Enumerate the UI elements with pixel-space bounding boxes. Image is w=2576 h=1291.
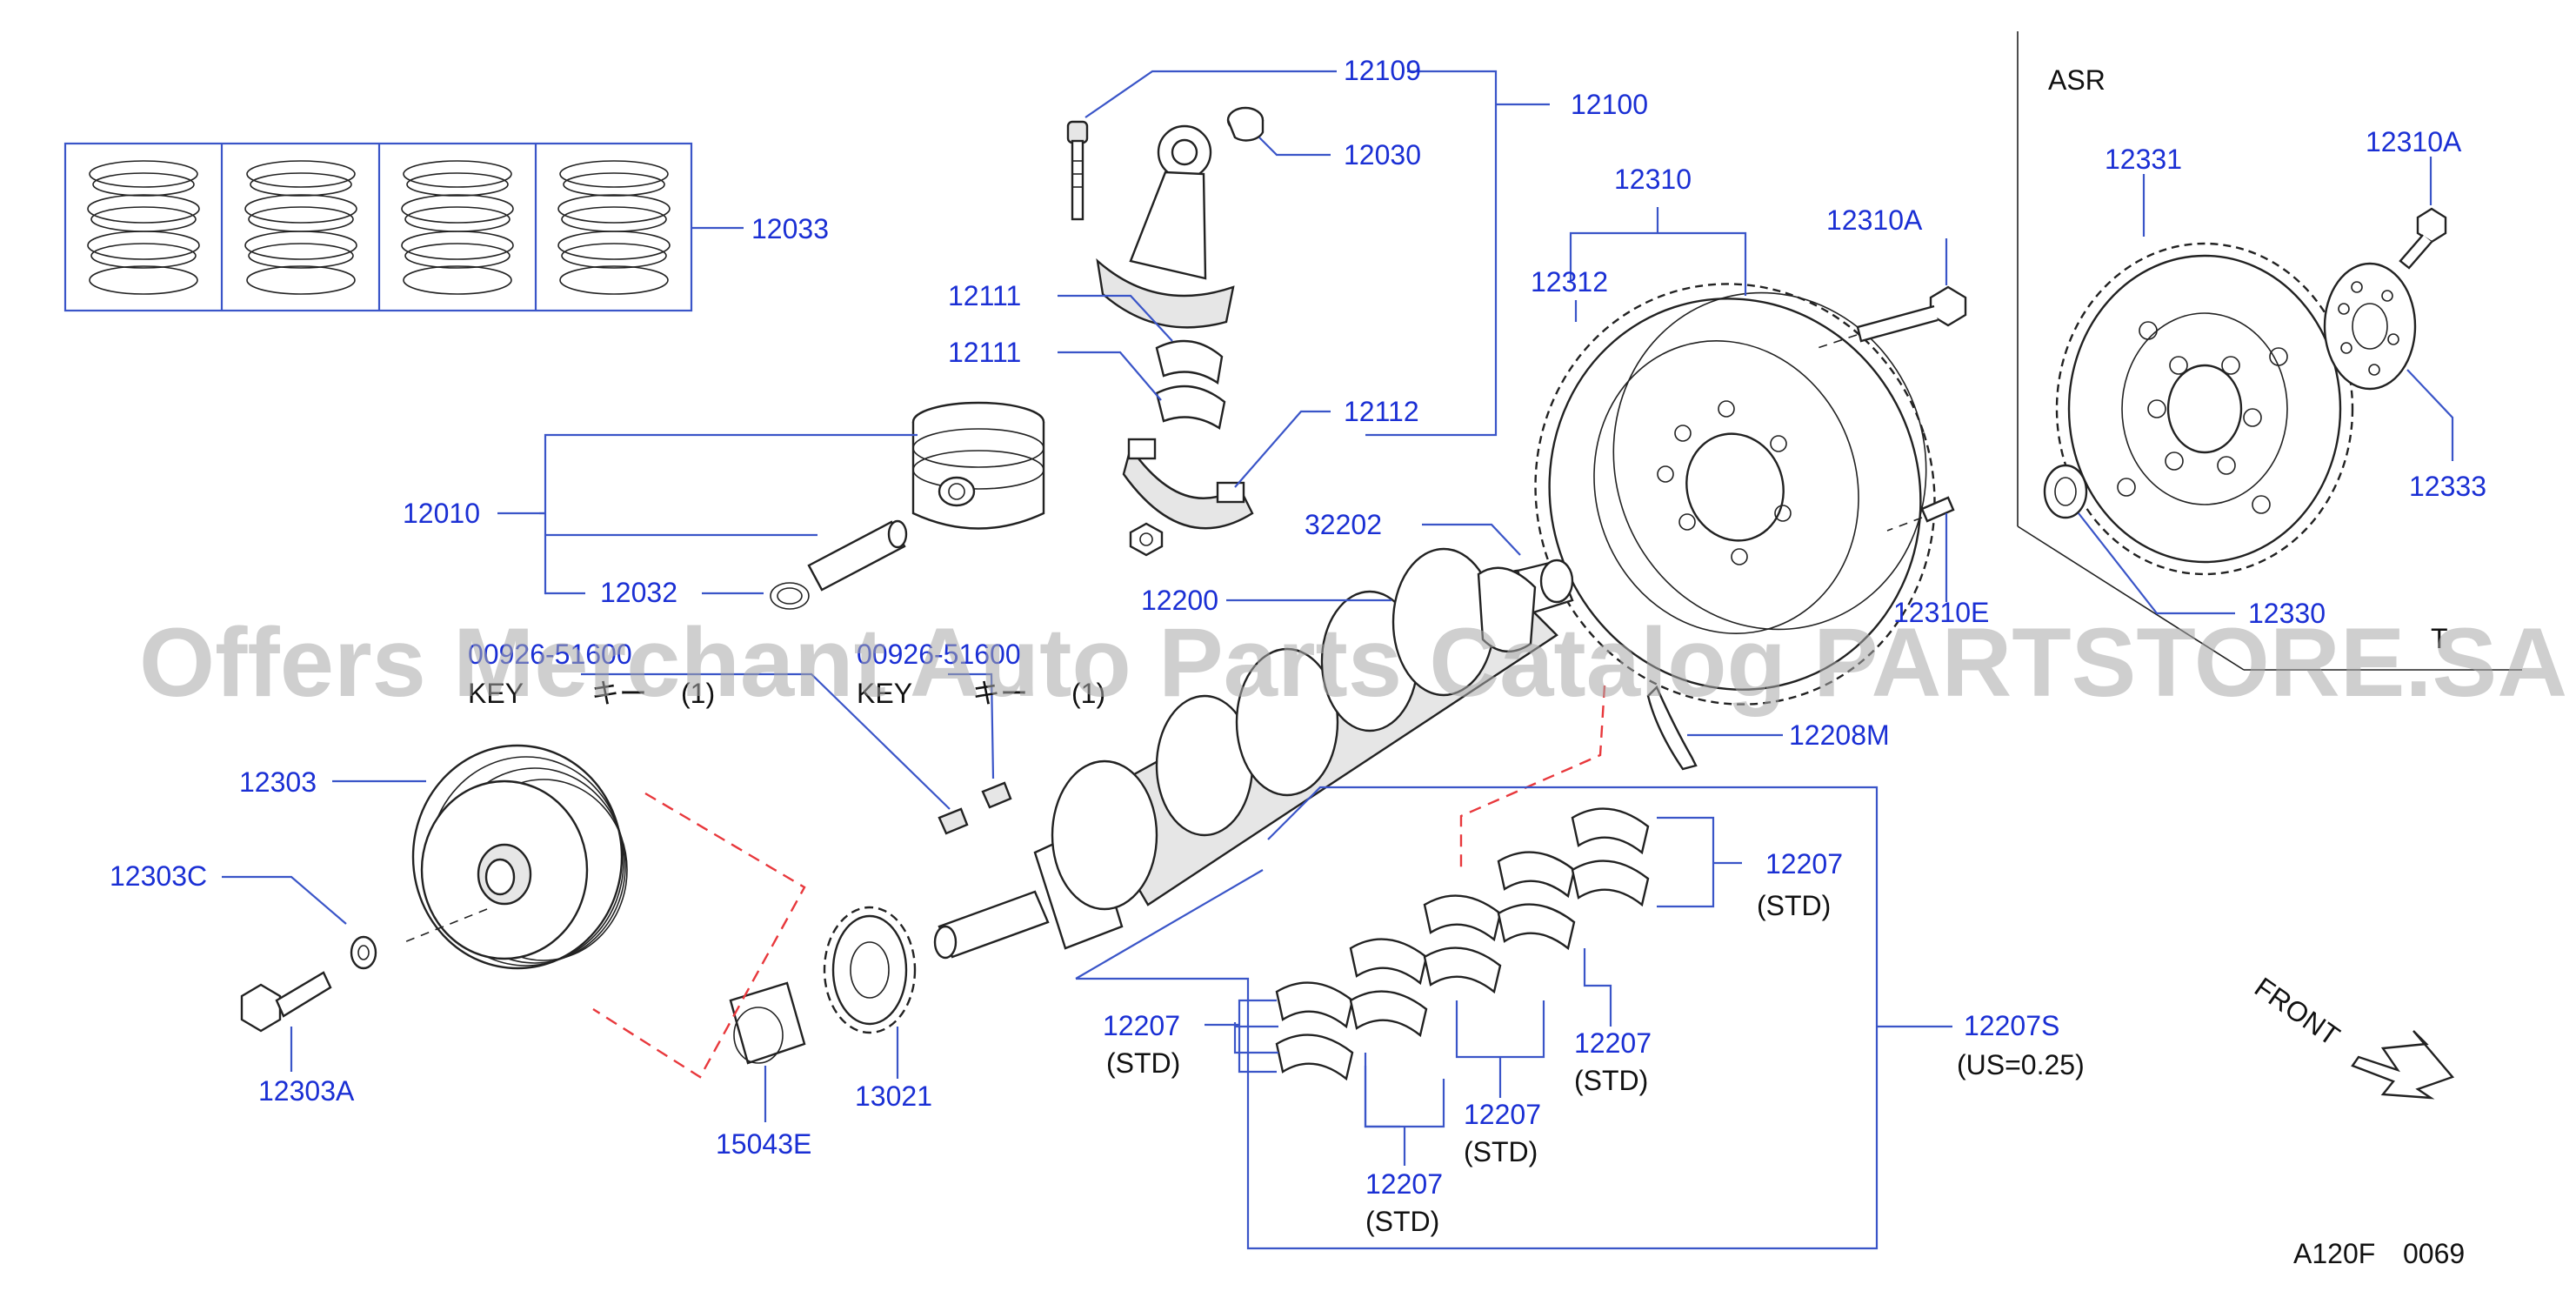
label-12312[interactable]: 12312 bbox=[1531, 266, 1608, 298]
label-asr-12333[interactable]: 12333 bbox=[2409, 471, 2486, 502]
alignment-guides bbox=[592, 685, 1606, 1079]
label-12112[interactable]: 12112 bbox=[1344, 396, 1419, 427]
label-asr-12310A[interactable]: 12310A bbox=[2366, 126, 2462, 157]
woodruff-keys bbox=[938, 781, 1012, 835]
label-12207-left[interactable]: 12207 bbox=[1103, 1010, 1180, 1041]
asr-inset bbox=[2017, 31, 2522, 671]
note-std-2: (STD) bbox=[1574, 1065, 1648, 1096]
label-12109[interactable]: 12109 bbox=[1344, 55, 1421, 86]
key-a-text: KEY bbox=[468, 678, 524, 709]
watermark: Offers Merchant Auto Parts Catalog PARTS… bbox=[139, 608, 2567, 717]
note-std-4: (STD) bbox=[1106, 1047, 1180, 1079]
label-12208M[interactable]: 12208M bbox=[1789, 719, 1890, 751]
leader-lines bbox=[222, 70, 2454, 1250]
piston bbox=[770, 401, 1045, 610]
label-13021[interactable]: 13021 bbox=[855, 1080, 932, 1112]
note-std-3: (STD) bbox=[1464, 1136, 1538, 1167]
note-std-5: (STD) bbox=[1365, 1206, 1439, 1237]
front-label: FRONT bbox=[2249, 971, 2346, 1052]
crank-pulley bbox=[240, 744, 628, 1033]
label-12111-lower[interactable]: 12111 bbox=[948, 337, 1021, 368]
main-bearing-shells bbox=[1275, 807, 1650, 1081]
note-std-1: (STD) bbox=[1757, 890, 1831, 921]
label-12030[interactable]: 12030 bbox=[1344, 139, 1421, 171]
label-32202[interactable]: 32202 bbox=[1305, 509, 1382, 540]
label-12032[interactable]: 12032 bbox=[600, 577, 677, 608]
key-a-kana: キー bbox=[591, 678, 647, 709]
key-b-qty: (1) bbox=[1071, 678, 1105, 709]
label-key-b-number[interactable]: 00926-51600 bbox=[857, 639, 1021, 670]
label-asr-12331[interactable]: 12331 bbox=[2105, 144, 2182, 175]
flywheel bbox=[1534, 283, 1967, 706]
front-arrow bbox=[2351, 1030, 2455, 1100]
key-b-kana: キー bbox=[972, 678, 1028, 709]
asr-cut-mark: T bbox=[2431, 623, 2448, 654]
label-12310A[interactable]: 12310A bbox=[1826, 204, 1923, 236]
key-a-qty: (1) bbox=[681, 678, 715, 709]
label-12010[interactable]: 12010 bbox=[403, 498, 480, 529]
note-us025: (US=0.25) bbox=[1957, 1049, 2085, 1080]
label-12033[interactable]: 12033 bbox=[751, 213, 829, 244]
label-12303A[interactable]: 12303A bbox=[258, 1075, 355, 1107]
label-12207S[interactable]: 12207S bbox=[1964, 1010, 2059, 1041]
thrust-bearing bbox=[1646, 685, 1698, 771]
diagram-code: A120F bbox=[2293, 1238, 2375, 1269]
diagram-number: 0069 bbox=[2403, 1238, 2465, 1269]
crankshaft bbox=[933, 547, 1558, 960]
label-12310E[interactable]: 12310E bbox=[1893, 597, 1989, 628]
label-12303C[interactable]: 12303C bbox=[110, 860, 207, 892]
label-15043E[interactable]: 15043E bbox=[716, 1128, 811, 1160]
connecting-rod bbox=[1066, 106, 1265, 557]
label-key-a-number[interactable]: 00926-51600 bbox=[468, 639, 632, 670]
label-asr-12330[interactable]: 12330 bbox=[2248, 598, 2326, 629]
label-12207-mid-right[interactable]: 12207 bbox=[1574, 1027, 1652, 1059]
key-b-text: KEY bbox=[857, 678, 912, 709]
label-12111-upper[interactable]: 12111 bbox=[948, 280, 1021, 311]
piston-rings-set bbox=[63, 142, 744, 312]
spacer-collar bbox=[729, 981, 806, 1065]
label-12310[interactable]: 12310 bbox=[1614, 164, 1692, 195]
label-12100[interactable]: 12100 bbox=[1571, 89, 1648, 120]
crank-sprocket bbox=[823, 906, 917, 1034]
label-12207-center[interactable]: 12207 bbox=[1464, 1099, 1541, 1130]
label-12207-bottom[interactable]: 12207 bbox=[1365, 1168, 1443, 1200]
label-12303[interactable]: 12303 bbox=[239, 766, 317, 798]
label-12200[interactable]: 12200 bbox=[1141, 585, 1218, 616]
asr-title: ASR bbox=[2048, 64, 2106, 96]
label-12207-top-right[interactable]: 12207 bbox=[1765, 848, 1843, 880]
